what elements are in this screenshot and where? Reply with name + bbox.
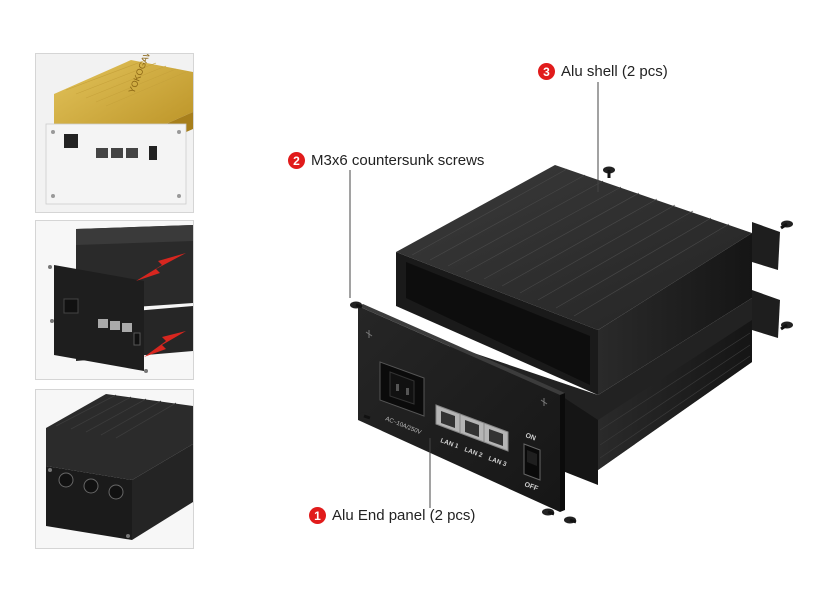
- screw-icon: [542, 508, 555, 516]
- xlr-connector-icon: [58, 472, 74, 488]
- screw-icon: [780, 321, 793, 331]
- xlr-connector-icon: [83, 478, 99, 494]
- screw-icon: [50, 319, 54, 323]
- screw-icon: [603, 166, 615, 178]
- callout-countersunk-screws: 2 M3x6 countersunk screws: [288, 152, 484, 169]
- switch-off-label: OFF: [523, 481, 539, 493]
- thumbnail-gold-enclosure[interactable]: YOKOGAWA: [35, 53, 194, 213]
- screw-icon: [177, 130, 181, 134]
- callout-number-badge: 3: [538, 63, 555, 80]
- screw-icon: [564, 516, 577, 524]
- thumbnail-xlr-panel[interactable]: [35, 389, 194, 549]
- callout-label: Alu End panel (2 pcs): [332, 507, 476, 524]
- rj45-port-icon: [96, 148, 108, 158]
- power-inlet-icon: [64, 134, 78, 148]
- screw-icon: [48, 468, 52, 472]
- screw-icon: [51, 130, 55, 134]
- gold-enclosure-image: YOKOGAWA: [36, 54, 193, 212]
- callout-alu-shell: 3 Alu shell (2 pcs): [538, 63, 668, 80]
- power-inlet-icon: [63, 298, 79, 314]
- screw-icon: [177, 194, 181, 198]
- leader-lines: [349, 82, 599, 508]
- arrow-icon: [144, 331, 186, 357]
- end-panel: AC~10A/250V LAN 1 LAN 2 LAN 3 ON OFF: [358, 304, 565, 512]
- screw-icon: [358, 412, 371, 420]
- rocker-switch-icon: [133, 332, 141, 346]
- rj45-port-icon: [126, 148, 138, 158]
- screw-icon: [780, 220, 793, 230]
- assembly-arrows-image: [36, 221, 193, 379]
- screw-icon: [48, 265, 52, 269]
- callout-number-badge: 1: [309, 507, 326, 524]
- xlr-connector-icon: [108, 484, 124, 500]
- rj45-port-icon: [110, 321, 120, 330]
- rj45-port-icon: [122, 323, 132, 332]
- upper-shell: [396, 165, 780, 395]
- arrow-icon: [136, 253, 186, 281]
- enclosure-exploded-view: AC~10A/250V LAN 1 LAN 2 LAN 3 ON OFF: [349, 82, 793, 524]
- lan-ports: [435, 404, 509, 452]
- callout-label: Alu shell (2 pcs): [561, 63, 668, 80]
- screw-icon: [51, 194, 55, 198]
- callout-label: M3x6 countersunk screws: [311, 152, 485, 169]
- screw-icon: [350, 301, 363, 309]
- screws: [350, 166, 793, 524]
- screw-icon: [144, 369, 148, 373]
- screw-icon: [126, 534, 130, 538]
- callout-alu-end-panel: 1 Alu End panel (2 pcs): [309, 507, 475, 524]
- rj45-port-icon: [98, 319, 108, 328]
- rocker-switch-icon: [149, 146, 157, 160]
- rj45-port-icon: [111, 148, 123, 158]
- thumbnail-assembly-arrows[interactable]: [35, 220, 194, 380]
- switch-on-label: ON: [524, 432, 536, 442]
- xlr-panel-image: [36, 390, 193, 548]
- callout-number-badge: 2: [288, 152, 305, 169]
